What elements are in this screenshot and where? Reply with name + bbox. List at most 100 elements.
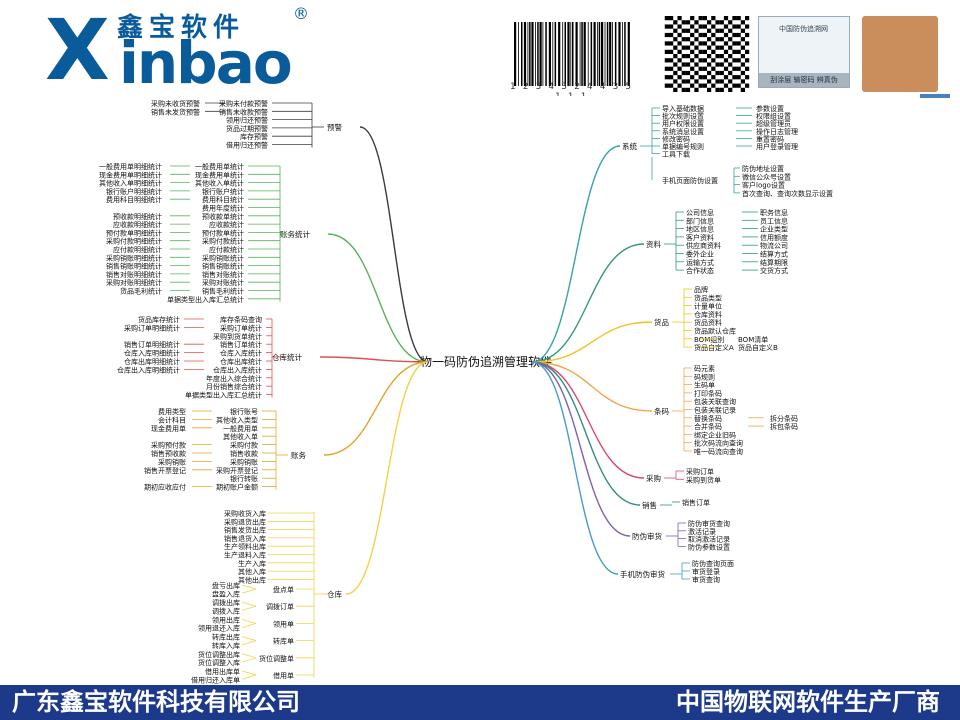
branch-connector — [359, 126, 429, 363]
logo-chinese-name: 鑫宝软件 — [117, 13, 246, 43]
leaf-node: 银行转账 — [230, 474, 258, 483]
node-connector — [241, 584, 257, 590]
leaf-node: 销售毛利统计 — [202, 287, 244, 296]
branch-label: 预警 — [327, 122, 342, 132]
leaf-node: 销售收款 — [230, 449, 258, 458]
leaf-node: 采购销账 — [158, 457, 186, 466]
leaf-node: 费用科目明细统计 — [106, 195, 162, 204]
leaf-node: 货品毛利统计 — [120, 287, 162, 296]
leaf-node: 仓库出库统计 — [220, 357, 262, 366]
leaf-node: 货品库存统计 — [138, 315, 180, 324]
leaf-node: 批次码流向查询 — [694, 439, 743, 448]
leaf-node: 会计科目 — [158, 415, 186, 424]
leaf-node: 生产领料出库 — [224, 542, 266, 551]
leaf-node: 费用科目统计 — [202, 195, 244, 204]
branch-label: 账务 — [291, 450, 306, 460]
node-connector — [241, 657, 257, 663]
node-connector — [241, 640, 257, 646]
mind-map: 一物一码防伪追溯管理软件预警采购未付款预警采购未收货预警销售未收款预警销售未发货… — [40, 96, 912, 688]
node-connector — [241, 674, 257, 680]
leaf-node: 货位调整出库 — [198, 650, 240, 659]
leaf-node: 物流公司 — [760, 241, 788, 250]
leaf-node: 其他出库 — [238, 575, 266, 584]
leaf-node: 单据类型出入库汇总统计 — [185, 391, 262, 400]
leaf-node: 采购到货单统计 — [213, 332, 262, 341]
leaf-node: 仓库出入库明细统计 — [117, 365, 180, 374]
leaf-node: 仓库入库统计 — [220, 349, 262, 358]
leaf-node: 采购销账明细统计 — [106, 253, 162, 262]
leaf-node: 其他入库 — [238, 567, 266, 576]
leaf-node: 调拨出库 — [212, 598, 240, 607]
branch-label: 防伪审货 — [632, 531, 662, 541]
node-connector — [241, 588, 257, 594]
leaf-node: 用户权限设置 — [662, 119, 704, 128]
leaf-node: 激活记录 — [688, 527, 716, 536]
footer-slogan: 中国物联网软件生产厂商 — [676, 688, 940, 716]
leaf-node: 转库出库 — [212, 633, 240, 642]
leaf-node: 库存条码查询 — [220, 315, 262, 324]
leaf-node: 一般费用单明细统计 — [99, 162, 162, 171]
leaf-node: 销售未收款预警 — [219, 107, 268, 116]
leaf-node: 委外企业 — [686, 250, 714, 259]
leaf-node: 销售发货出库 — [224, 526, 266, 535]
leaf-node: 应收款明细统计 — [113, 220, 162, 229]
leaf-node: BOM组别 — [694, 335, 724, 344]
leaf-node: 防伪审货查询 — [688, 519, 730, 528]
leaf-node: 单据编号规则 — [662, 142, 704, 151]
branch-label: 账务统计 — [280, 229, 310, 239]
leaf-node: 重置密码 — [756, 134, 784, 143]
branch-connector — [319, 356, 429, 363]
accent-bar — [920, 94, 950, 98]
mind-map-canvas — [40, 96, 912, 688]
leaf-node: 预收款单统计 — [202, 212, 244, 221]
leaf-node: 拆包条码 — [770, 422, 798, 431]
leaf-node: 包装关联记录 — [694, 406, 736, 415]
leaf-node: 计量单位 — [694, 302, 722, 311]
leaf-node: 库存预警 — [240, 132, 268, 141]
leaf-node: 地区信息 — [686, 225, 714, 234]
leaf-node: 借用出库单 — [205, 667, 240, 676]
leaf-node: 拆分条码 — [770, 414, 798, 423]
footer-company: 广东鑫宝软件科技有限公司 — [12, 688, 300, 716]
group-node: 调拨订单 — [266, 602, 294, 611]
leaf-node: 采购付款 — [230, 441, 258, 450]
leaf-node: 应付款明细统计 — [113, 245, 162, 254]
leaf-node: 防伪参数设置 — [688, 542, 730, 551]
leaf-node: 货品自定义B — [738, 343, 778, 352]
leaf-node: 销售订单 — [682, 498, 710, 507]
leaf-node: 操作日志管理 — [756, 127, 798, 136]
barcode-image — [514, 22, 630, 86]
leaf-node: 码元素 — [694, 364, 715, 373]
leaf-node: 部门信息 — [686, 216, 714, 225]
leaf-node: 销售订单统计 — [220, 340, 262, 349]
branch-label: 货品 — [654, 317, 669, 327]
group-node: 货位调整单 — [259, 654, 294, 663]
leaf-node: 生产入库 — [238, 559, 266, 568]
leaf-node: 年度出入综合统计 — [206, 374, 262, 383]
rfid-tag-image — [862, 16, 938, 92]
leaf-node: 防伪查询页面 — [692, 559, 734, 568]
leaf-node: 公司信息 — [686, 208, 714, 217]
leaf-node: 期初应收应付 — [144, 483, 186, 492]
registered-mark: ® — [293, 4, 309, 23]
leaf-node: 预收款明细统计 — [113, 212, 162, 221]
leaf-node: 采购订单明细统计 — [124, 323, 180, 332]
leaf-node: 领用归还预警 — [226, 116, 268, 125]
leaf-node: 应收款统计 — [209, 220, 244, 229]
leaf-node: 货品默认仓库 — [694, 327, 736, 336]
node-connector — [241, 670, 257, 676]
branch-connector — [531, 243, 645, 363]
leaf-node: 包装关联查询 — [694, 397, 736, 406]
leaf-node: 运输方式 — [686, 258, 714, 267]
leaf-node: 绑定企业旧码 — [694, 430, 736, 439]
branch-label: 手机防伪审货 — [620, 569, 665, 579]
leaf-node: 权限组设置 — [756, 112, 791, 121]
leaf-node: 销售开票登记 — [144, 466, 186, 475]
branch-label: 采购 — [646, 473, 661, 483]
node-connector — [241, 623, 257, 629]
leaf-node: 替换条码 — [694, 414, 722, 423]
leaf-node: 其他收入单统计 — [195, 179, 244, 188]
leaf-node: 仓库入库明细统计 — [124, 349, 180, 358]
leaf-node: 货品过期预警 — [226, 124, 268, 133]
